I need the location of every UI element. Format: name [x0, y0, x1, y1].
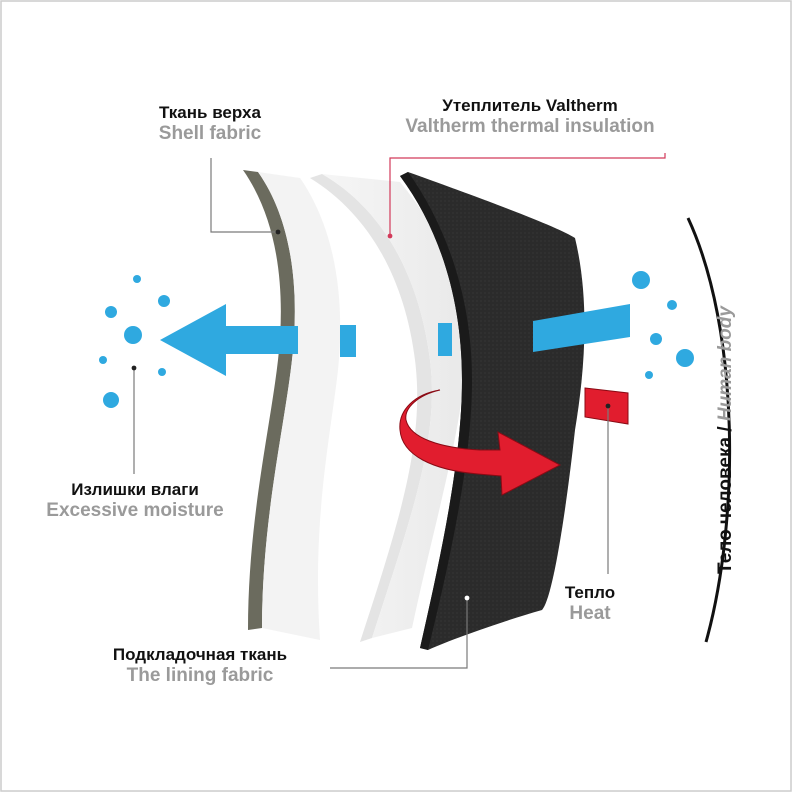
shell-leader — [210, 158, 277, 233]
leader-lines — [131, 153, 666, 669]
human-body-label-ru: Тело человека — [715, 436, 736, 574]
lining-label-en: The lining fabric — [126, 665, 274, 687]
insulation-edge — [400, 172, 472, 650]
lining-edge — [310, 174, 432, 642]
human-body-label: Тело человека / Human body — [715, 306, 737, 574]
moisture-label-en: Excessive moisture — [46, 500, 224, 522]
heat-label-en: Heat — [569, 603, 611, 625]
moisture-arrow — [160, 304, 630, 376]
moisture-label-ru: Излишки влаги — [71, 480, 199, 499]
shell-edge — [243, 170, 295, 630]
human-body-label-separator: / — [715, 421, 736, 437]
lining-label: Подкладочная ткань The lining fabric — [60, 645, 340, 688]
lining-label-ru: Подкладочная ткань — [112, 645, 288, 664]
lining-fabric-layer — [322, 174, 467, 638]
moisture-droplets-right — [632, 271, 694, 379]
heat-label-ru: Тепло — [564, 583, 616, 602]
shell-fabric-label: Ткань верха Shell fabric — [110, 103, 310, 146]
shell-fabric-label-ru: Ткань верха — [159, 103, 261, 122]
human-body-label-en: Human body — [715, 306, 736, 422]
insulation-label: Утеплитель Valtherm Valtherm thermal ins… — [360, 96, 700, 139]
insulation-label-ru: Утеплитель Valtherm — [442, 96, 618, 115]
moisture-label: Излишки влаги Excessive moisture — [20, 480, 250, 523]
insulation-label-en: Valtherm thermal insulation — [405, 116, 655, 138]
shell-fabric-label-en: Shell fabric — [158, 123, 262, 145]
heat-label: Тепло Heat — [540, 583, 640, 626]
lining-leader — [330, 600, 468, 669]
insulation-leader — [389, 153, 666, 234]
shell-fabric-layer — [258, 172, 341, 640]
moisture-droplets-left — [99, 275, 170, 408]
human-body-curve — [686, 217, 732, 643]
